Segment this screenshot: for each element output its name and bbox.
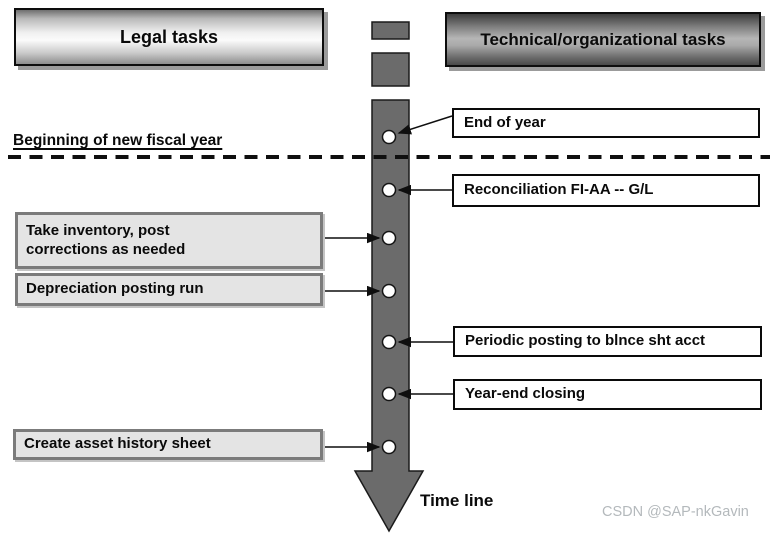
task-label-asset-history: Create asset history sheet [24, 435, 211, 453]
task-box-year-end-closing: Year-end closing [453, 379, 762, 410]
task-box-depreciation: Depreciation posting run [15, 273, 323, 306]
timeline-dot-asset-history [381, 439, 397, 455]
technical-tasks-header-label: Technical/organizational tasks [480, 29, 726, 49]
task-label-periodic-posting: Periodic posting to blnce sht acct [465, 332, 706, 350]
task-label-depreciation: Depreciation posting run [26, 280, 204, 298]
timeline-dot-end-of-year [381, 129, 397, 145]
task-box-take-inventory: Take inventory, post corrections as need… [15, 212, 323, 269]
fiscal-year-divider-label: Beginning of new fiscal year [13, 132, 223, 149]
timeline-dot-take-inventory [381, 230, 397, 246]
timeline-label: Time line [420, 491, 494, 510]
legal-tasks-header-label: Legal tasks [119, 26, 219, 47]
timeline-dot-depreciation [381, 283, 397, 299]
task-label-reconciliation: Reconciliation FI-AA -- G/L [464, 181, 654, 199]
timeline-dash-segment-2 [371, 52, 410, 87]
timeline-arrow [353, 99, 425, 533]
task-label-end-of-year: End of year [464, 113, 546, 131]
task-box-asset-history: Create asset history sheet [13, 429, 323, 460]
task-box-periodic-posting: Periodic posting to blnce sht acct [453, 326, 762, 357]
timeline-dash-segment-1 [371, 21, 410, 40]
timeline-dot-year-end-closing [381, 386, 397, 402]
task-box-end-of-year: End of year [452, 108, 760, 138]
legal-tasks-header: Legal tasks [14, 8, 324, 66]
timeline-dot-reconciliation [381, 182, 397, 198]
watermark-text: CSDN @SAP-nkGavin [602, 504, 749, 520]
task-label-take-inventory: Take inventory, post corrections as need… [26, 221, 186, 258]
technical-tasks-header: Technical/organizational tasks [445, 12, 761, 67]
task-box-reconciliation: Reconciliation FI-AA -- G/L [452, 174, 760, 207]
task-label-year-end-closing: Year-end closing [465, 385, 586, 403]
connector-end-of-year [397, 115, 453, 135]
timeline-dot-periodic-posting [381, 334, 397, 350]
